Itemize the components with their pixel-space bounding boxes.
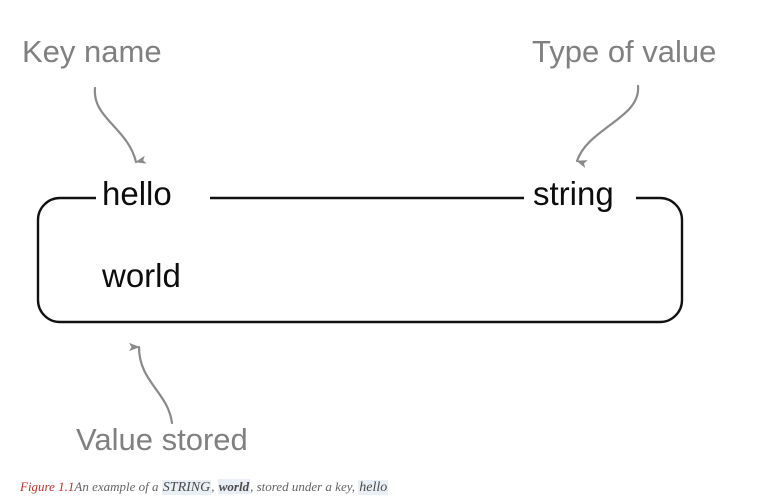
arrow-value-stored: [128, 342, 174, 425]
caption-text-part-1: An example of a: [74, 479, 162, 494]
caption-term-type: STRING: [161, 480, 212, 495]
arrow-type-of-value: [575, 84, 640, 169]
caption-term-key: hello: [358, 480, 389, 495]
figure-caption: Figure 1.1An example of a STRING, world,…: [20, 479, 389, 497]
caption-term-value: world: [217, 479, 251, 494]
caption-text-part-3: , stored under a key,: [250, 479, 359, 494]
record-key-label: hello: [102, 175, 172, 212]
caption-text-part-2: ,: [211, 479, 218, 494]
annotation-key-name: Key name: [22, 34, 162, 69]
annotation-type-of-value: Type of value: [532, 34, 717, 69]
annotation-value-stored: Value stored: [76, 422, 248, 457]
arrow-key-name: [93, 86, 147, 164]
record-value-label: world: [102, 257, 181, 294]
record-box-outline: [36, 196, 684, 324]
record-type-label: string: [533, 175, 614, 212]
caption-figure-number: Figure 1.1: [20, 479, 75, 494]
